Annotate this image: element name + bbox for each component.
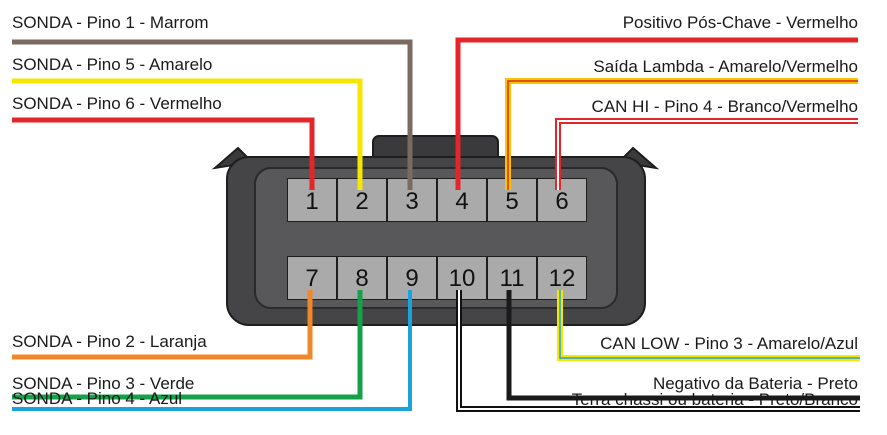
wire-pin-4 xyxy=(455,37,858,190)
pin-number: 3 xyxy=(405,188,418,215)
wire-label-pin-9: SONDA - Pino 4 - Azul xyxy=(12,389,182,408)
pin-number: 9 xyxy=(405,265,418,292)
pin-number: 2 xyxy=(355,188,368,215)
wire-label-pin-10: Terra chassi ou bateria - Preto/Branco xyxy=(572,390,858,409)
pin-number: 1 xyxy=(305,188,318,215)
pin-cell-11 xyxy=(488,257,536,299)
wire-label-pin-8: SONDA - Pino 3 - Verde xyxy=(12,374,194,393)
pin-number: 7 xyxy=(305,265,318,292)
wire-label-pin-7: SONDA - Pino 2 - Laranja xyxy=(12,332,207,351)
wire-pin-1 xyxy=(12,39,413,190)
pin-number: 10 xyxy=(449,265,476,292)
pin-number: 4 xyxy=(455,188,468,215)
wire-label-pin-1: SONDA - Pino 1 - Marrom xyxy=(12,13,209,32)
wire-label-pin-12: CAN LOW - Pino 3 - Amarelo/Azul xyxy=(600,334,858,353)
pin-cell-4 xyxy=(438,179,486,221)
wire-pin-8 xyxy=(12,290,363,400)
bottom-row-frame xyxy=(287,256,587,300)
wire-pin-11 xyxy=(506,290,860,401)
wire-pin-5-stripe xyxy=(507,80,858,190)
wire-pin-3 xyxy=(12,117,315,190)
pin-number: 11 xyxy=(500,265,525,292)
wire-pin-7 xyxy=(12,290,313,360)
top-pin-row xyxy=(288,179,586,221)
wire-pin-6-stripe xyxy=(557,120,858,190)
wire-label-pin-3: SONDA - Pino 6 - Vermelho xyxy=(12,94,222,113)
wire-pin-9 xyxy=(12,290,412,411)
pin-number: 6 xyxy=(555,188,568,215)
wire-label-pin-5: Saída Lambda - Amarelo/Vermelho xyxy=(593,57,858,76)
pin-cell-5 xyxy=(488,179,536,221)
pin-cell-6 xyxy=(538,179,586,221)
top-row-frame xyxy=(287,178,587,222)
pin-number: 12 xyxy=(549,265,576,292)
wire-pin-10-stripe xyxy=(458,290,860,410)
wire-pin-2 xyxy=(12,78,363,190)
bottom-pin-row xyxy=(288,257,586,299)
pin-number: 8 xyxy=(355,265,368,292)
pin-number: 5 xyxy=(505,188,518,215)
wire-label-pin-2: SONDA - Pino 5 - Amarelo xyxy=(12,55,212,74)
wire-label-pin-6: CAN HI - Pino 4 - Branco/Vermelho xyxy=(592,97,858,116)
wire-label-pin-11: Negativo da Bateria - Preto xyxy=(653,374,858,393)
wire-pin-12-stripe xyxy=(559,290,860,359)
wire-label-pin-4: Positivo Pós-Chave - Vermelho xyxy=(623,13,858,32)
